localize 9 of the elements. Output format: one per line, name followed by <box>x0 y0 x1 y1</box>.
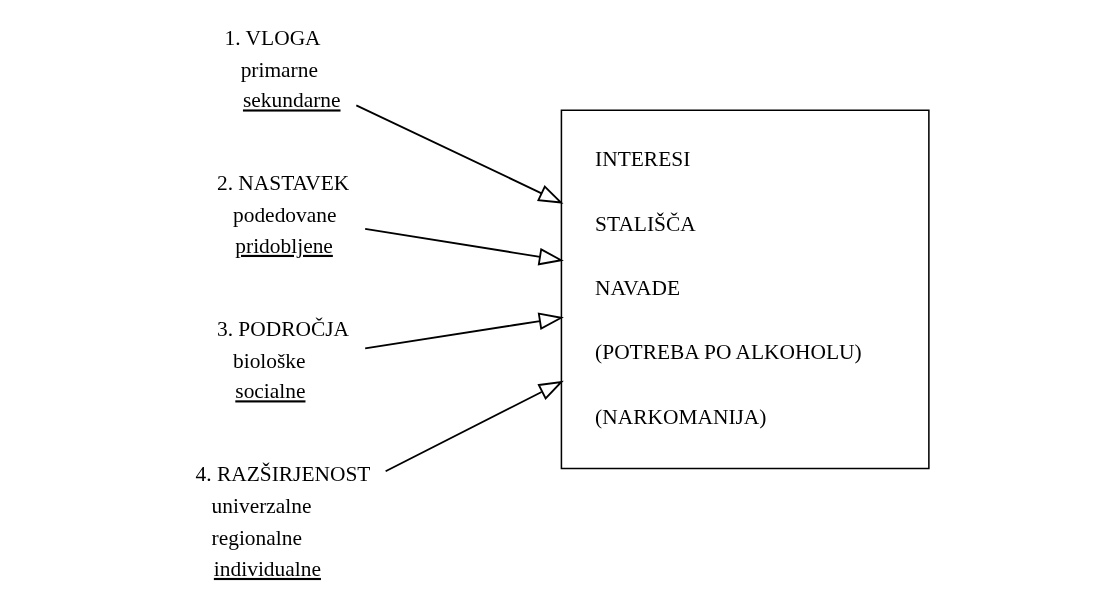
arrow <box>384 380 564 473</box>
node-box: INTERESI STALIŠČA NAVADE (POTREBA PO ALKOHOLU) (NARKOMANIJA) <box>560 109 930 470</box>
arrow <box>363 312 564 350</box>
arrow <box>363 228 564 266</box>
node-text: 1. VLOGA primarne sekundarne <box>224 25 341 113</box>
node-text: 4. RAZŠIRJENOST univerzalne regionalne individualne <box>195 462 370 581</box>
node-text: 2. NASTAVEK podedovane pridobljene <box>216 171 349 258</box>
arrow <box>354 104 563 204</box>
node-text: 3. PODROČJA biološke socialne <box>216 316 349 404</box>
